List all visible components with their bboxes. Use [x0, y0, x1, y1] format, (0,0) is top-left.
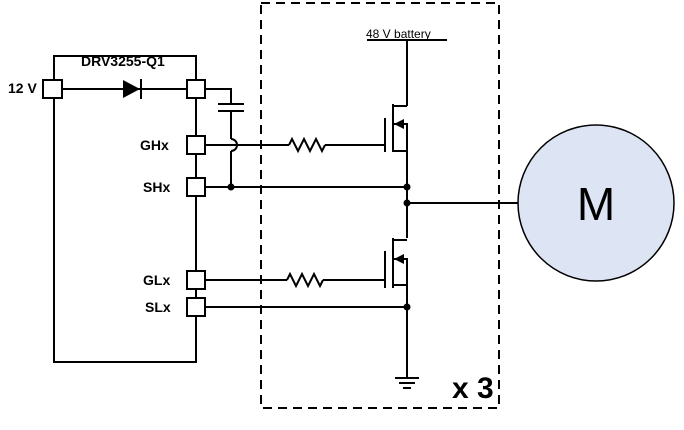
- ghx-pin: [186, 135, 206, 155]
- glx-label: GLx: [143, 272, 170, 288]
- motor-label: M: [577, 178, 615, 230]
- slx-junction-dot: [403, 303, 411, 311]
- driver-chip-outline: [53, 55, 197, 363]
- supply-input-label: 12 V: [8, 80, 37, 96]
- ground-icon: [395, 377, 419, 389]
- bootstrap-cap-wire-top: [205, 88, 232, 104]
- slx-pin: [186, 297, 206, 317]
- supply-input-pin: [42, 79, 63, 99]
- shx-label: SHx: [143, 179, 170, 195]
- diode-icon: [123, 80, 140, 98]
- ghx-label: GHx: [140, 137, 169, 153]
- low-side-mosfet-icon: [384, 238, 408, 288]
- slx-label: SLx: [145, 299, 171, 315]
- half-bridge-dashed-box: [260, 2, 500, 409]
- low-gate-resistor-icon: [286, 271, 324, 289]
- motor-circle: [517, 124, 675, 282]
- high-side-mosfet-icon: [384, 104, 408, 152]
- chip-label: DRV3255-Q1: [81, 53, 165, 69]
- phase-node-dot-upper: [403, 183, 411, 191]
- high-gate-resistor-icon: [288, 136, 326, 154]
- bootstrap-pin: [186, 79, 206, 99]
- battery-label: 48 V battery: [366, 27, 431, 41]
- glx-pin: [186, 270, 206, 290]
- multiplier-label: x 3: [452, 372, 494, 405]
- shx-pin: [186, 177, 206, 197]
